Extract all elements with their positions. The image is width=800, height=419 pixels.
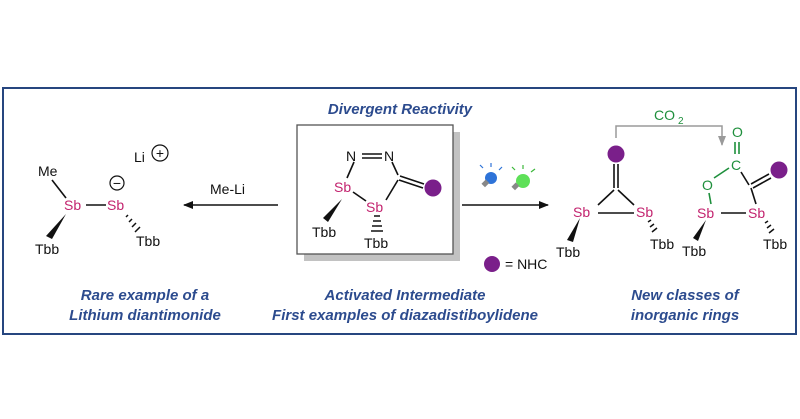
tbb-label-1: Tbb	[682, 243, 706, 259]
positive-charge-icon	[151, 144, 169, 162]
nitrogen-1: N	[346, 148, 356, 164]
bond-c-nhc-1	[399, 175, 425, 185]
bond-sb-c	[385, 179, 399, 201]
scheme-frame	[2, 87, 797, 335]
bond-c-nhc-1	[750, 173, 770, 185]
blue-light-bulb-icon	[479, 163, 503, 188]
bond-c-sb	[750, 187, 757, 205]
sb-atom-2: Sb	[107, 197, 124, 213]
green-light-bulb-icon	[511, 165, 536, 191]
caption-right-line1: New classes of	[631, 287, 739, 304]
sb-atom-1: Sb	[334, 179, 351, 195]
nhc-marker	[607, 145, 625, 163]
caption-right-line2: inorganic rings	[630, 307, 740, 324]
diazadistiboylidene-box: N N Sb Sb Tbb Tbb	[296, 124, 460, 261]
reagent-co2-subscript: 2	[678, 116, 684, 127]
reagent-co2: CO	[654, 107, 675, 123]
legend-nhc-marker	[484, 256, 500, 272]
negative-charge-sign: −	[113, 175, 121, 191]
hash-bond-tbb	[764, 220, 775, 234]
tbb-label-2: Tbb	[364, 235, 388, 251]
sb-atom-2: Sb	[636, 204, 653, 220]
wedge-bond-tbb	[46, 214, 66, 239]
bond-sb-sb	[352, 191, 367, 202]
wedge-bond-tbb	[693, 220, 706, 241]
hash-bond-tbb	[125, 214, 141, 233]
sb-atom-1: Sb	[697, 205, 714, 221]
lithium-diantimonide: Me Sb Sb Tbb Tbb Li + −	[35, 144, 169, 257]
nhc-marker	[424, 179, 442, 197]
bond-n-sb	[346, 161, 355, 179]
nhc-marker	[770, 161, 788, 179]
wedge-bond-tbb	[323, 199, 342, 222]
carbonyl-carbon: C	[731, 157, 741, 173]
sb-atom-1: Sb	[64, 197, 81, 213]
caption-left-line1: Rare example of a	[80, 287, 210, 304]
carbonyl-oxygen: O	[732, 124, 743, 140]
legend-nhc-label: = NHC	[505, 256, 547, 272]
reagent-meli: Me-Li	[210, 181, 245, 197]
tbb-label-1: Tbb	[556, 244, 580, 260]
distibirane-product: Sb Sb Tbb Tbb	[556, 145, 674, 260]
bond-c-sb-1	[597, 189, 615, 206]
bond-c-nhc-2	[752, 177, 772, 189]
methyl-label: Me	[38, 163, 58, 179]
tbb-label-1: Tbb	[312, 224, 336, 240]
tbb-label-2: Tbb	[763, 236, 787, 252]
bond-c-nhc-2	[398, 179, 424, 189]
sb-atom-2: Sb	[366, 199, 383, 215]
co2-insertion-arrow: CO 2	[615, 107, 726, 146]
sb-atom-1: Sb	[573, 204, 590, 220]
bond-o-sb	[708, 192, 712, 205]
caption-center-line1: Activated Intermediate	[324, 287, 486, 304]
nitrogen-2: N	[384, 148, 394, 164]
wedge-bond-tbb	[567, 218, 580, 242]
bond-c-c	[740, 171, 750, 186]
positive-charge-sign: +	[156, 145, 164, 161]
hash-bond-tbb	[647, 219, 658, 233]
scheme-title: Divergent Reactivity	[327, 101, 473, 118]
caption-left-line2: Lithium diantimonide	[69, 307, 221, 324]
bond-n-c	[391, 161, 399, 176]
bond-c-o-ring	[713, 167, 730, 179]
tbb-label-2: Tbb	[650, 236, 674, 252]
caption-center-line2: First examples of diazadistiboylidene	[272, 307, 538, 324]
sb-atom-2: Sb	[748, 205, 765, 221]
hash-bond-tbb	[371, 215, 383, 232]
bond-c-sb-2	[617, 189, 635, 206]
lithium-label: Li	[134, 149, 145, 165]
ring-oxygen: O	[702, 177, 713, 193]
negative-charge-icon	[109, 175, 125, 191]
bond-me-sb	[51, 179, 67, 199]
tbb-label-2: Tbb	[136, 233, 160, 249]
tbb-label-1: Tbb	[35, 241, 59, 257]
co2-inserted-product: O C O Sb Sb Tbb Tbb	[682, 124, 788, 259]
